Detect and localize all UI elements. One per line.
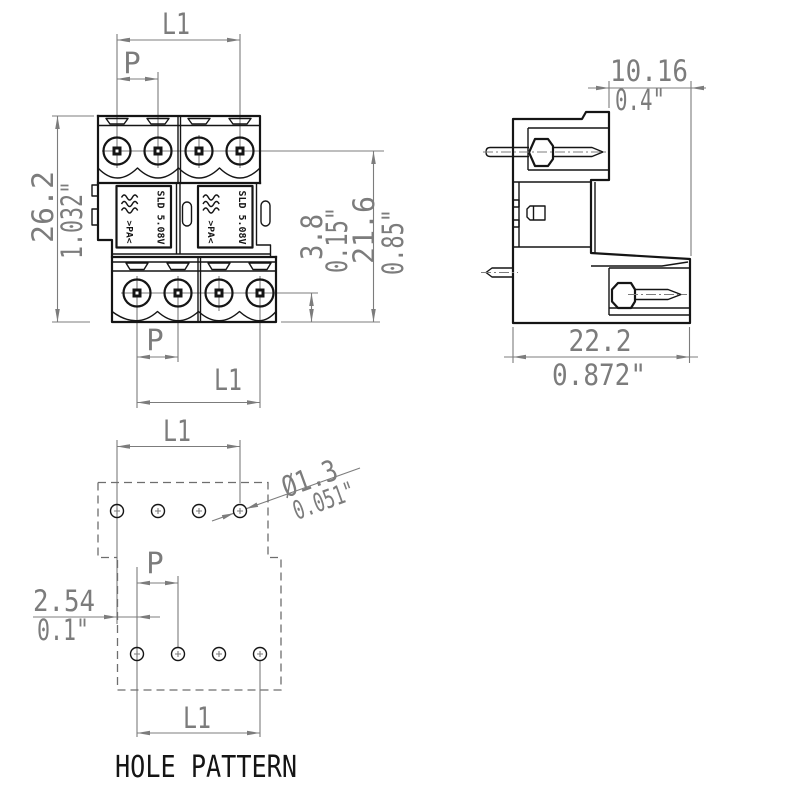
- left-tab-upper: [91, 184, 99, 197]
- front-bottom-slots: [125, 262, 272, 271]
- recycle-mark-icon: [120, 194, 139, 214]
- front-dim-depth-inch-label: 0.85": [376, 209, 410, 275]
- hole-pattern-dimension-lines: [33, 444, 361, 736]
- front-marking-block-right: [196, 184, 254, 249]
- front-screw-terminals-top: [102, 136, 255, 166]
- side-dim-top-inch-label: 0.4": [615, 83, 665, 117]
- front-dim-p-top-label: P: [123, 46, 140, 80]
- hole-offset-inch-label: 0.1": [37, 613, 89, 647]
- front-connector-body: >PA< SLD 5.08V >PA< SLD 5.08V: [91, 114, 278, 324]
- series-marking-left: SLD 5.08V: [155, 191, 166, 245]
- hole-dim-l1-bottom-label: L1: [183, 701, 211, 735]
- front-marking-block-left: [115, 184, 173, 249]
- solder-pin-bottom-right: [634, 288, 682, 301]
- side-dimension-lines: [504, 81, 706, 363]
- front-dim-offset-mm-label: 3.8: [295, 214, 329, 260]
- front-dim-height-inch-label: 1.032": [55, 181, 89, 259]
- front-dim-depth-mm-label: 21.6: [347, 196, 381, 264]
- material-marking-left: >PA<: [124, 221, 134, 245]
- side-dim-top-mm-label: 10.16: [610, 54, 688, 88]
- front-dim-p-bottom-label: P: [146, 323, 163, 357]
- latch-pawl: [526, 205, 546, 221]
- hole-pattern-extension-lines: [116, 440, 261, 737]
- front-dim-height-mm-label: 26.2: [26, 171, 60, 243]
- hole-offset-mm-label: 2.54: [33, 584, 95, 618]
- side-dim-width-mm-label: 22.2: [569, 324, 632, 358]
- series-marking-right: SLD 5.08V: [236, 191, 247, 245]
- clamp-screw-bottom: [610, 281, 637, 310]
- front-dim-l1-bottom-label: L1: [214, 363, 242, 397]
- front-dimension-lines: [55, 37, 376, 405]
- board-outline-dashed: [97, 481, 282, 691]
- front-dim-offset-inch-label: 0.15": [320, 207, 354, 273]
- latch-slot-center: [181, 201, 193, 227]
- front-markings: >PA< SLD 5.08V >PA< SLD 5.08V: [120, 191, 247, 245]
- solder-pin-bottom-left: [485, 267, 514, 278]
- front-dim-l1-top-label: L1: [162, 7, 190, 41]
- left-tab-lower: [91, 208, 99, 226]
- hole-pattern-caption: HOLE PATTERN: [115, 750, 297, 785]
- latch-slot-right: [260, 200, 271, 227]
- hole-dim-p-label: P: [146, 546, 163, 580]
- front-screw-terminals-bottom: [122, 278, 275, 308]
- recycle-mark-icon: [202, 194, 220, 214]
- drill-holes: [109, 503, 268, 662]
- side-connector-body: [481, 110, 692, 325]
- side-dim-width-inch-label: 0.872": [552, 358, 646, 392]
- material-marking-right: >PA<: [205, 221, 215, 245]
- front-top-slots: [105, 117, 252, 125]
- hole-pattern-view: L1 Ø1.3 0.051" P 2.54 0.1" L1 HOLE PATTE…: [33, 414, 361, 785]
- front-view: L1 P 26.2 1.032" 3.8 0.15" 21.6 0.85" P …: [26, 7, 410, 408]
- hole-dim-l1-top-label: L1: [163, 414, 191, 448]
- side-view: 10.16 0.4" 22.2 0.872": [481, 54, 706, 392]
